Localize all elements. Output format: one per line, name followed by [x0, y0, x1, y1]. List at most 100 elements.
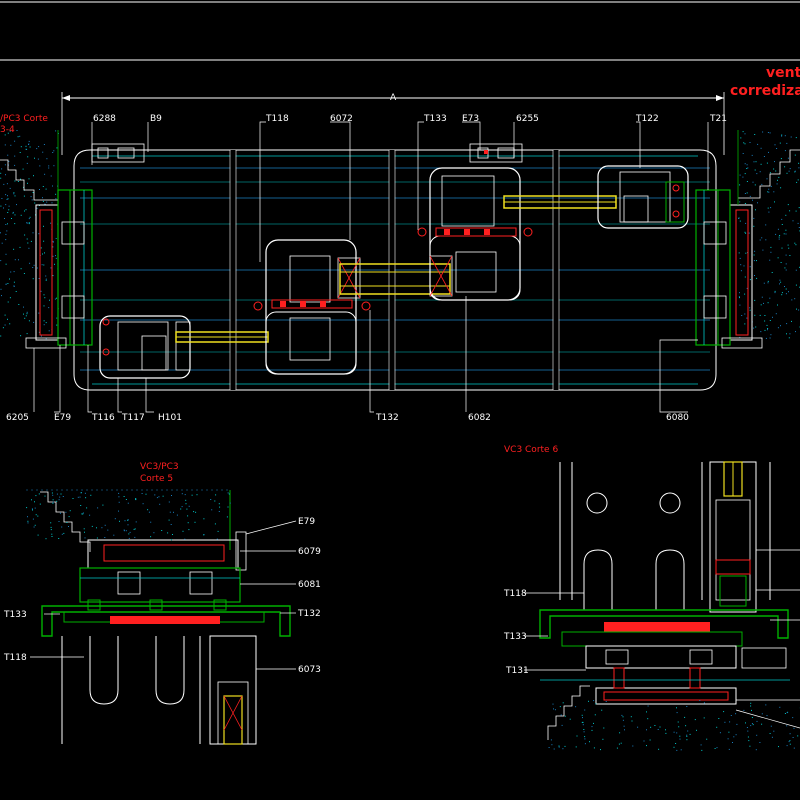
speckle-dot [767, 302, 769, 304]
speckle-dot [774, 290, 776, 292]
speckle-dot [646, 711, 647, 713]
speckle-dot [783, 233, 785, 235]
speckle-dot [141, 493, 143, 494]
speckle-dot [742, 131, 744, 133]
speckle-dot [551, 744, 553, 746]
speckle-dot [4, 164, 6, 166]
speckle-dot [767, 280, 769, 282]
label-h101: H101 [158, 413, 182, 423]
speckle-dot [6, 198, 8, 200]
speckle-dot [756, 720, 758, 722]
speckle-dot [686, 739, 688, 741]
speckle-dot [753, 260, 755, 262]
label-t133: T133 [423, 114, 447, 124]
speckle-dot [753, 225, 755, 227]
speckle-dot [28, 144, 29, 145]
speckle-dot [61, 533, 63, 535]
speckle-dot [203, 534, 205, 536]
speckle-dot [777, 257, 779, 259]
glass-pane-1 [175, 331, 269, 343]
speckle-dot [96, 537, 98, 539]
speckle-dot [779, 706, 781, 708]
speckle-dot [20, 146, 22, 148]
speckle-dot [44, 297, 46, 299]
speckle-dot [742, 176, 744, 178]
speckle-dot [575, 746, 577, 748]
speckle-dot [42, 151, 44, 153]
speckle-dot [676, 749, 678, 751]
bottom-leaders [33, 296, 698, 413]
speckle-dot [58, 499, 60, 501]
speckle-dot [560, 714, 562, 716]
speckle-dot [20, 335, 22, 337]
speckle-dot [746, 287, 748, 289]
speckle-dot [56, 317, 58, 319]
speckle-dot [123, 496, 125, 497]
speckle-dot [643, 740, 645, 742]
speckle-dot [582, 724, 584, 726]
speckle-dot [559, 706, 561, 708]
speckle-dot [755, 749, 757, 751]
speckle-dot [771, 736, 773, 738]
speckle-dot [673, 731, 675, 733]
speckle-dot [59, 512, 61, 514]
speckle-dot [31, 199, 33, 201]
speckle-dot [148, 511, 150, 513]
speckle-dot [72, 498, 74, 499]
speckle-dot [602, 738, 604, 740]
speckle-dot [52, 499, 54, 501]
speckle-dot [781, 224, 783, 225]
speckle-dot [42, 200, 44, 202]
speckle-dot [739, 292, 740, 294]
speckle-dot [48, 165, 50, 167]
speckle-dot [4, 218, 5, 219]
speckle-dot [195, 511, 197, 513]
speckle-dot [211, 509, 213, 511]
speckle-dot [42, 197, 43, 199]
speckle-dot [744, 231, 746, 233]
speckle-dot [217, 530, 219, 532]
speckle-dot [676, 707, 677, 709]
speckle-dot [38, 146, 40, 148]
speckle-dot [788, 247, 790, 249]
speckle-dot [665, 732, 667, 734]
speckle-dot [56, 324, 58, 326]
right-jamb [695, 189, 763, 349]
speckle-dot [215, 494, 217, 496]
speckle-dot [44, 203, 46, 205]
speckle-dot [10, 271, 12, 273]
speckle-dot [778, 238, 780, 240]
speckle-dot [210, 499, 212, 500]
speckle-dot [774, 201, 775, 203]
speckle-dot [756, 173, 758, 175]
speckle-dot [119, 520, 120, 522]
speckle-dot [43, 320, 45, 322]
speckle-dot [51, 536, 53, 537]
speckle-dot [743, 709, 745, 711]
speckle-dot [107, 529, 109, 531]
speckle-dot [760, 147, 762, 149]
speckle-dot [750, 702, 752, 704]
speckle-dot [42, 186, 44, 187]
speckle-dot [746, 164, 748, 166]
speckle-dot [728, 748, 730, 750]
speckle-dot [18, 304, 20, 305]
speckle-dot [766, 715, 768, 717]
speckle-dot [154, 494, 156, 496]
speckle-dot [35, 514, 37, 516]
speckle-dot [227, 506, 229, 508]
speckle-dot [552, 703, 554, 705]
speckle-dot [58, 521, 60, 522]
speckle-dot [0, 232, 1, 234]
speckle-dot [43, 264, 45, 266]
speckle-dot [763, 156, 765, 157]
speckle-dot [124, 520, 126, 522]
speckle-dot [767, 191, 769, 193]
speckle-dot [53, 165, 55, 167]
speckle-dot [781, 247, 783, 249]
speckle-dot [739, 336, 741, 338]
speckle-dot [760, 163, 762, 165]
speckle-dot [593, 722, 594, 724]
speckle-dot [776, 183, 778, 185]
